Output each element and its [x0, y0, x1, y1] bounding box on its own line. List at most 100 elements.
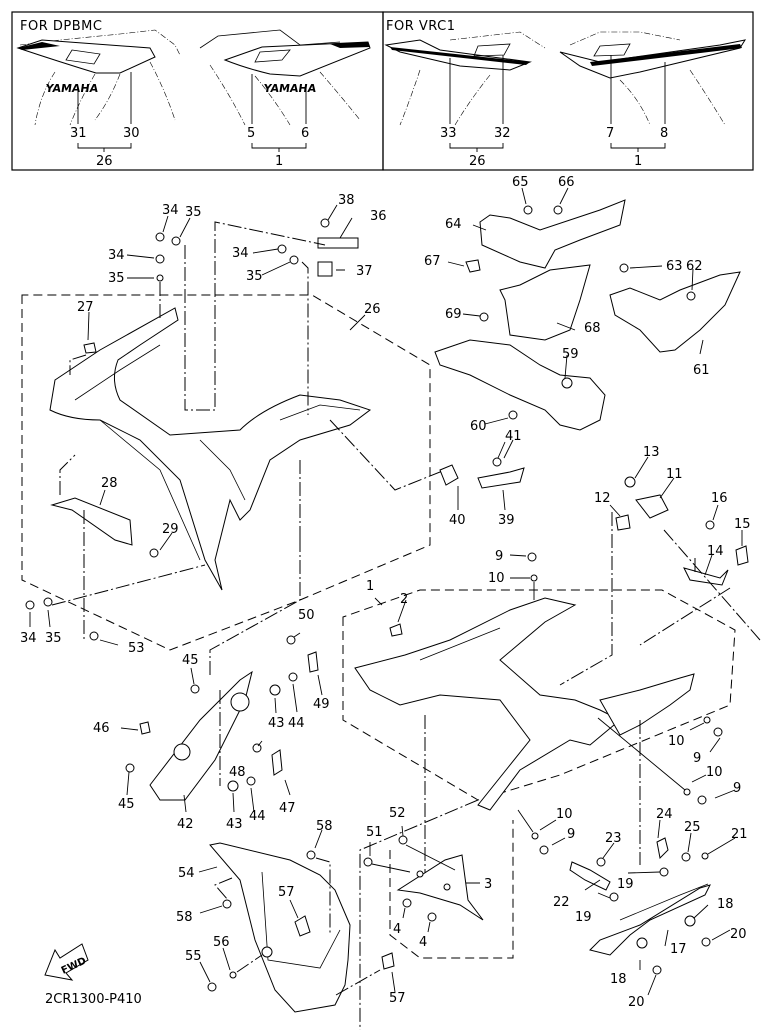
- callout-47: 47: [279, 801, 296, 816]
- callout-12: 12: [594, 491, 611, 506]
- nut-67: [465, 259, 481, 273]
- callout-26: 26: [469, 154, 486, 169]
- callout-8: 8: [660, 126, 668, 141]
- bolt-34: [155, 254, 165, 264]
- bolt-20: [701, 937, 711, 947]
- callout-19: 19: [575, 910, 592, 925]
- callout-9: 9: [693, 751, 701, 766]
- callout-9: 9: [733, 781, 741, 796]
- part-29-rivet: [149, 548, 159, 558]
- callout-57: 57: [278, 885, 295, 900]
- callout-23: 23: [605, 831, 622, 846]
- assembly-42-side-cover: 45 43 44 46 45 42 43 44 50 49 48 47: [93, 540, 330, 832]
- screw-9: [527, 552, 537, 562]
- inset-panel-vrc1: FOR VRC1 33 32 26 7 8 1: [382, 11, 754, 171]
- damper-18: [684, 915, 696, 927]
- callout-10: 10: [488, 571, 505, 586]
- part-64: [479, 199, 626, 269]
- screw-25: [681, 852, 691, 862]
- part-3: [396, 854, 484, 921]
- callout-33: 33: [440, 126, 457, 141]
- callout-20: 20: [730, 927, 747, 942]
- callout-63: 63: [666, 259, 683, 274]
- callout-9: 9: [495, 549, 503, 564]
- bolt-20: [652, 965, 662, 975]
- callout-60: 60: [470, 419, 487, 434]
- grommet-43: [230, 692, 250, 712]
- nut-12: [615, 514, 631, 531]
- callout-32: 32: [494, 126, 511, 141]
- callout-44: 44: [249, 809, 266, 824]
- group-boundary-1: [342, 589, 736, 801]
- decal-panel: [16, 39, 156, 74]
- callout-35: 35: [246, 269, 263, 284]
- fwd-arrow-icon: [44, 943, 89, 981]
- callout-18: 18: [610, 972, 627, 987]
- bracket-11: [635, 494, 669, 519]
- fwd-arrow: FWD: [44, 943, 89, 981]
- callout-48: 48: [229, 765, 246, 780]
- callout-40: 40: [449, 513, 466, 528]
- part-27-clip: [83, 342, 97, 354]
- screw-9: [697, 795, 707, 805]
- collar-44: [246, 776, 256, 786]
- screw-23: [596, 857, 606, 867]
- callout-14: 14: [707, 544, 724, 559]
- bracket-22: [569, 861, 611, 891]
- callout-61: 61: [693, 363, 710, 378]
- bracket-47: [271, 749, 283, 776]
- group-boundary-26: [21, 294, 431, 651]
- bolt-52: [398, 835, 408, 845]
- part-61: [609, 271, 741, 353]
- callout-34: 34: [108, 248, 125, 263]
- callout-44: 44: [288, 716, 305, 731]
- callout-43: 43: [226, 817, 243, 832]
- r1-logo: [254, 49, 291, 63]
- screw-55: [207, 982, 217, 992]
- callout-4: 4: [393, 922, 401, 937]
- callout-56: 56: [213, 935, 230, 950]
- callout-21: 21: [731, 827, 748, 842]
- grommet-59: [561, 377, 573, 389]
- screw-9: [539, 845, 549, 855]
- washer-35: [43, 597, 53, 607]
- inset-panel-dpbmc: FOR DPBMC YAMAHA YAMAHA 31 30 26 5 6 1: [11, 11, 384, 171]
- inset-title: FOR DPBMC: [20, 19, 102, 34]
- callout-65: 65: [512, 175, 529, 190]
- part-68: [499, 264, 591, 341]
- collar-56: [229, 971, 237, 979]
- bolt-4: [427, 912, 437, 922]
- damper-43: [269, 684, 281, 696]
- bracket-36: [317, 237, 359, 249]
- screw-45: [190, 684, 200, 694]
- rivet-66: [553, 205, 563, 215]
- clip-46: [139, 721, 151, 735]
- inset-border: [382, 11, 754, 171]
- callout-51: 51: [366, 825, 383, 840]
- callout-57: 57: [389, 991, 406, 1006]
- callout-37: 37: [356, 264, 373, 279]
- hole: [443, 883, 451, 891]
- callout-66: 66: [558, 175, 575, 190]
- washer-35: [171, 236, 181, 246]
- screw-9: [713, 727, 723, 737]
- callout-15: 15: [734, 517, 751, 532]
- callout-19: 19: [617, 877, 634, 892]
- callout-28: 28: [101, 476, 118, 491]
- callout-46: 46: [93, 721, 110, 736]
- drawing-code: 2CR1300-P410: [45, 992, 142, 1007]
- hole: [416, 870, 424, 878]
- part-59: [434, 339, 606, 431]
- assembly-1-right-fairing: 9 10 2 1 10 9 10 9 10 9: [342, 549, 741, 1030]
- decal-stripe: [18, 42, 60, 50]
- callout-18: 18: [717, 897, 734, 912]
- bolt-65: [523, 205, 533, 215]
- bolt-34: [25, 600, 35, 610]
- bolt-4: [402, 898, 412, 908]
- part-17: [589, 884, 711, 956]
- callout-9: 9: [567, 827, 575, 842]
- callout-16: 16: [711, 491, 728, 506]
- part-40: [439, 464, 459, 486]
